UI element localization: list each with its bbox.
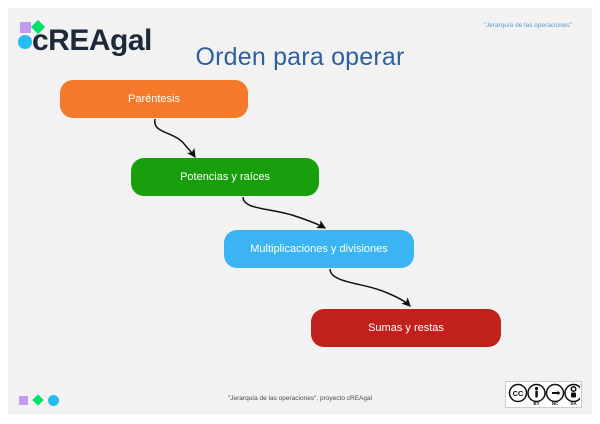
logo-marks xyxy=(18,19,52,56)
page-frame-top xyxy=(0,0,600,8)
square-icon xyxy=(20,22,31,33)
page-frame-left xyxy=(0,0,8,424)
header-note: "Jerarquía de las operaciones" xyxy=(483,22,572,29)
diamond-icon xyxy=(32,394,44,406)
creagal-logo: cREAgal xyxy=(18,16,152,57)
step-box-multiplicaciones[interactable]: Multiplicaciones y divisiones xyxy=(224,230,414,268)
svg-text:BY: BY xyxy=(533,401,539,406)
svg-text:CC: CC xyxy=(512,389,523,398)
connector-3 xyxy=(329,268,411,307)
circle-icon xyxy=(48,394,59,406)
step-box-potencias[interactable]: Potencias y raíces xyxy=(131,158,319,196)
footer-note: "Jerarquía de las operaciones", proyecto… xyxy=(227,395,373,402)
connector-1 xyxy=(154,118,196,158)
page-frame-right xyxy=(592,0,600,424)
square-icon xyxy=(19,395,28,405)
step-label: Paréntesis xyxy=(128,93,180,105)
circle-icon xyxy=(18,35,32,49)
step-label: Sumas y restas xyxy=(368,322,444,334)
cc-by-nc-sa-icon: CC BY NC SA xyxy=(508,383,580,406)
step-label: Potencias y raíces xyxy=(180,171,270,183)
footer-marks xyxy=(19,394,59,406)
page-frame-bottom xyxy=(0,414,600,424)
cc-license-badge[interactable]: CC BY NC SA xyxy=(505,381,582,408)
svg-text:NC: NC xyxy=(551,401,558,406)
connector-2 xyxy=(242,196,327,229)
step-box-parentesis[interactable]: Paréntesis xyxy=(60,80,248,118)
step-label: Multiplicaciones y divisiones xyxy=(250,243,388,255)
logo-text: cREAgal xyxy=(32,24,152,57)
page-title: Orden para operar xyxy=(195,43,405,71)
step-box-sumas[interactable]: Sumas y restas xyxy=(311,309,501,347)
svg-text:SA: SA xyxy=(570,401,577,406)
